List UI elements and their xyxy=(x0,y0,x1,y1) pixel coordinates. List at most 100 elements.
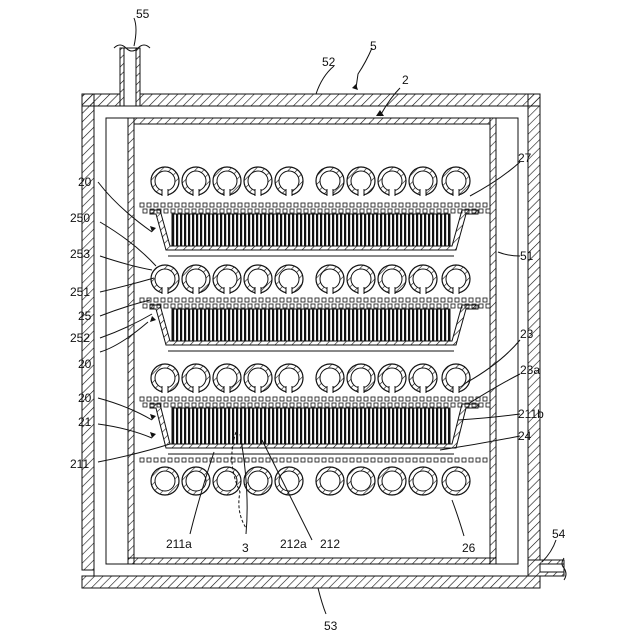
support-segment xyxy=(248,304,252,308)
support-segment xyxy=(350,203,354,207)
support-segment xyxy=(238,298,242,302)
support-segment xyxy=(161,203,165,207)
support-segment xyxy=(238,458,242,462)
support-segment xyxy=(175,397,179,401)
support-segment xyxy=(203,397,207,401)
support-segment xyxy=(213,403,217,407)
support-segment xyxy=(455,203,459,207)
support-segment xyxy=(367,304,371,308)
ring-gap xyxy=(255,285,261,295)
support-segment xyxy=(378,203,382,207)
support-segment xyxy=(161,298,165,302)
support-segment xyxy=(182,203,186,207)
support-segment xyxy=(343,397,347,401)
support-segment xyxy=(392,458,396,462)
support-segment xyxy=(441,203,445,207)
support-segment xyxy=(290,209,294,213)
support-segment xyxy=(213,209,217,213)
support-segment xyxy=(213,304,217,308)
support-segment xyxy=(203,458,207,462)
ring-gap xyxy=(358,384,364,394)
support-segment xyxy=(374,209,378,213)
support-segment xyxy=(420,397,424,401)
support-segment xyxy=(343,203,347,207)
support-segment xyxy=(462,397,466,401)
support-segment xyxy=(479,304,483,308)
support-segment xyxy=(437,403,441,407)
support-segment xyxy=(336,458,340,462)
support-segment xyxy=(203,298,207,302)
support-segment xyxy=(357,458,361,462)
support-segment xyxy=(371,203,375,207)
label-212: 212 xyxy=(320,537,340,551)
support-segment xyxy=(315,458,319,462)
fin-block xyxy=(172,309,450,341)
support-segment xyxy=(437,304,441,308)
support-segment xyxy=(427,298,431,302)
support-segment xyxy=(252,298,256,302)
label-54: 54 xyxy=(552,527,566,541)
support-segment xyxy=(147,397,151,401)
support-segment xyxy=(224,298,228,302)
support-segment xyxy=(469,397,473,401)
support-segment xyxy=(308,458,312,462)
support-segment xyxy=(304,403,308,407)
support-segment xyxy=(294,458,298,462)
support-segment xyxy=(486,304,490,308)
support-segment xyxy=(182,458,186,462)
label-253: 253 xyxy=(70,247,90,261)
support-segment xyxy=(311,304,315,308)
support-segment xyxy=(350,298,354,302)
support-segment xyxy=(206,304,210,308)
support-segment xyxy=(479,403,483,407)
support-segment xyxy=(273,298,277,302)
ring-gap xyxy=(358,285,364,295)
support-segment xyxy=(269,304,273,308)
support-segment xyxy=(381,403,385,407)
support-segment xyxy=(308,203,312,207)
support-segment xyxy=(371,458,375,462)
support-segment xyxy=(427,397,431,401)
support-segment xyxy=(420,203,424,207)
support-segment xyxy=(367,403,371,407)
support-segment xyxy=(476,203,480,207)
support-segment xyxy=(227,304,231,308)
support-segment xyxy=(269,403,273,407)
support-segment xyxy=(339,403,343,407)
support-segment xyxy=(262,209,266,213)
ring-gap xyxy=(162,285,168,295)
support-segment xyxy=(322,203,326,207)
support-segment xyxy=(318,403,322,407)
support-segment xyxy=(329,203,333,207)
label-20-middle: 20 xyxy=(78,357,92,371)
support-segment xyxy=(192,403,196,407)
support-segment xyxy=(416,403,420,407)
support-segment xyxy=(392,397,396,401)
ring-gap xyxy=(327,384,333,394)
support-segment xyxy=(462,298,466,302)
heater-ring-core xyxy=(446,471,466,491)
support-segment xyxy=(444,304,448,308)
support-segment xyxy=(175,458,179,462)
support-segment xyxy=(154,458,158,462)
ring-gap xyxy=(286,187,292,197)
support-segment xyxy=(479,209,483,213)
support-segment xyxy=(353,403,357,407)
support-segment xyxy=(164,304,168,308)
label-25: 25 xyxy=(78,309,92,323)
support-segment xyxy=(339,209,343,213)
support-segment xyxy=(343,458,347,462)
support-segment xyxy=(266,203,270,207)
support-segment xyxy=(304,304,308,308)
support-segment xyxy=(315,298,319,302)
support-segment xyxy=(259,203,263,207)
support-segment xyxy=(238,203,242,207)
support-segment xyxy=(409,304,413,308)
ring-gap xyxy=(224,187,230,197)
support-segment xyxy=(332,403,336,407)
support-segment xyxy=(280,203,284,207)
label-23a: 23a xyxy=(520,363,540,377)
support-segment xyxy=(406,458,410,462)
